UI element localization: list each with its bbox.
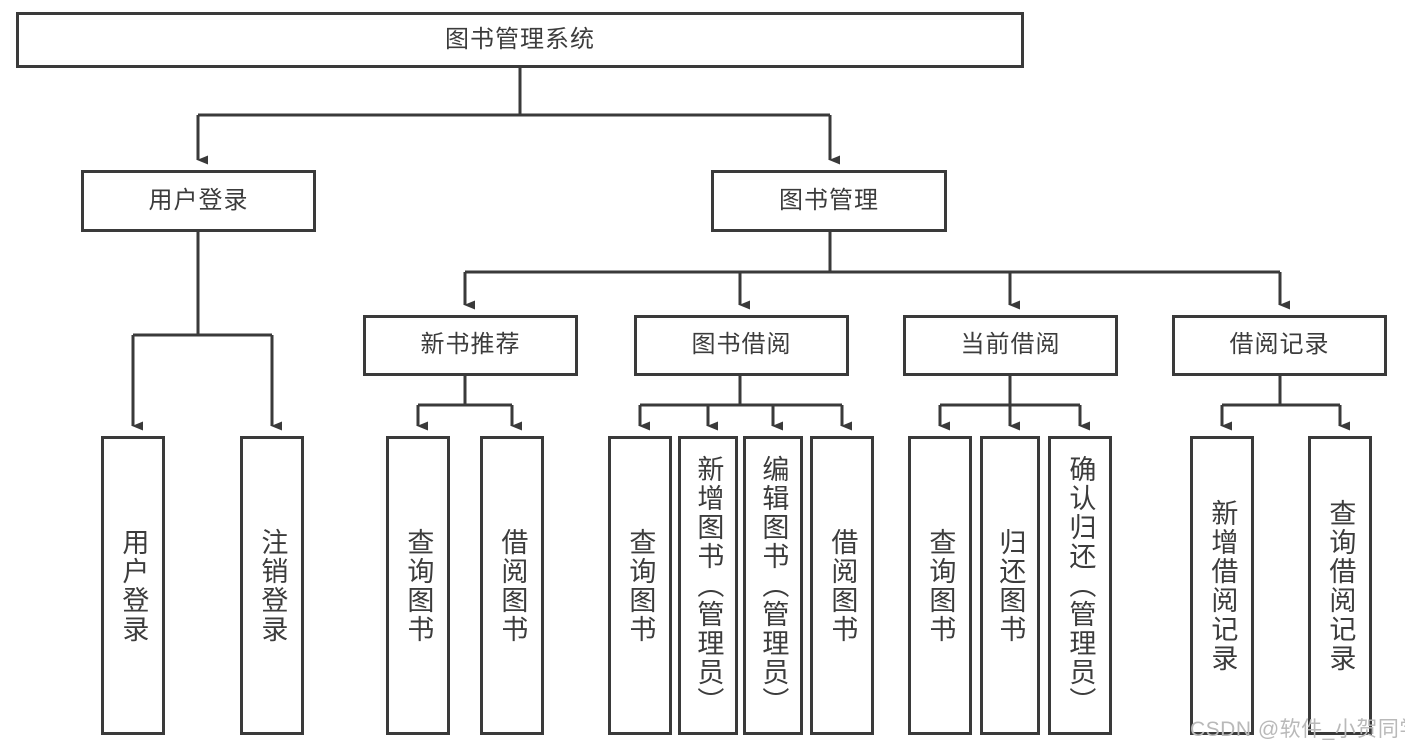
- node-book-borrow[interactable]: 图书借阅: [634, 315, 849, 376]
- node-label: 图书管理系统: [445, 25, 595, 53]
- node-leaf-confirm-return[interactable]: 确认归还（管理员）: [1048, 436, 1112, 735]
- node-leaf-query-book-1[interactable]: 查询图书: [386, 436, 450, 735]
- node-label: 用户登录: [148, 186, 249, 214]
- node-label: 借阅图书: [497, 527, 528, 644]
- node-label: 查询借阅记录: [1325, 498, 1356, 673]
- node-label: 借阅图书: [827, 527, 858, 644]
- node-label: 查询图书: [625, 527, 656, 644]
- node-label: 图书管理: [779, 186, 879, 214]
- node-label: 新增借阅记录: [1207, 498, 1238, 673]
- node-label: 确认归还（管理员）: [1065, 455, 1096, 716]
- node-user-login[interactable]: 用户登录: [81, 170, 316, 232]
- node-label: 用户登录: [118, 527, 149, 644]
- node-leaf-user-login[interactable]: 用户登录: [101, 436, 165, 735]
- node-label: 新书推荐: [420, 331, 521, 359]
- node-label: 图书借阅: [691, 331, 792, 359]
- node-leaf-user-logout[interactable]: 注销登录: [240, 436, 304, 735]
- node-leaf-query-record[interactable]: 查询借阅记录: [1308, 436, 1372, 735]
- csdn-watermark: CSDN @软件_小贺同学: [1190, 718, 1405, 741]
- node-new-book-recommend[interactable]: 新书推荐: [363, 315, 578, 376]
- node-leaf-query-book-2[interactable]: 查询图书: [608, 436, 672, 735]
- node-leaf-return-book[interactable]: 归还图书: [980, 436, 1040, 735]
- node-current-borrow[interactable]: 当前借阅: [903, 315, 1118, 376]
- node-book-manage[interactable]: 图书管理: [711, 170, 947, 232]
- node-leaf-edit-book[interactable]: 编辑图书（管理员）: [743, 436, 803, 735]
- node-label: 借阅记录: [1229, 331, 1330, 359]
- node-leaf-add-record[interactable]: 新增借阅记录: [1190, 436, 1254, 735]
- node-leaf-add-book[interactable]: 新增图书（管理员）: [678, 436, 738, 735]
- node-label: 查询图书: [403, 527, 434, 644]
- node-label: 新增图书（管理员）: [693, 455, 724, 716]
- node-leaf-query-book-3[interactable]: 查询图书: [908, 436, 972, 735]
- node-label: 编辑图书（管理员）: [758, 455, 789, 716]
- node-leaf-borrow-book-1[interactable]: 借阅图书: [480, 436, 544, 735]
- node-label: 注销登录: [257, 527, 288, 644]
- node-leaf-borrow-book-2[interactable]: 借阅图书: [810, 436, 874, 735]
- node-borrow-record[interactable]: 借阅记录: [1172, 315, 1387, 376]
- node-label: 当前借阅: [960, 331, 1061, 359]
- node-label: 归还图书: [995, 527, 1026, 644]
- node-label: 查询图书: [925, 527, 956, 644]
- node-root-system[interactable]: 图书管理系统: [16, 12, 1024, 68]
